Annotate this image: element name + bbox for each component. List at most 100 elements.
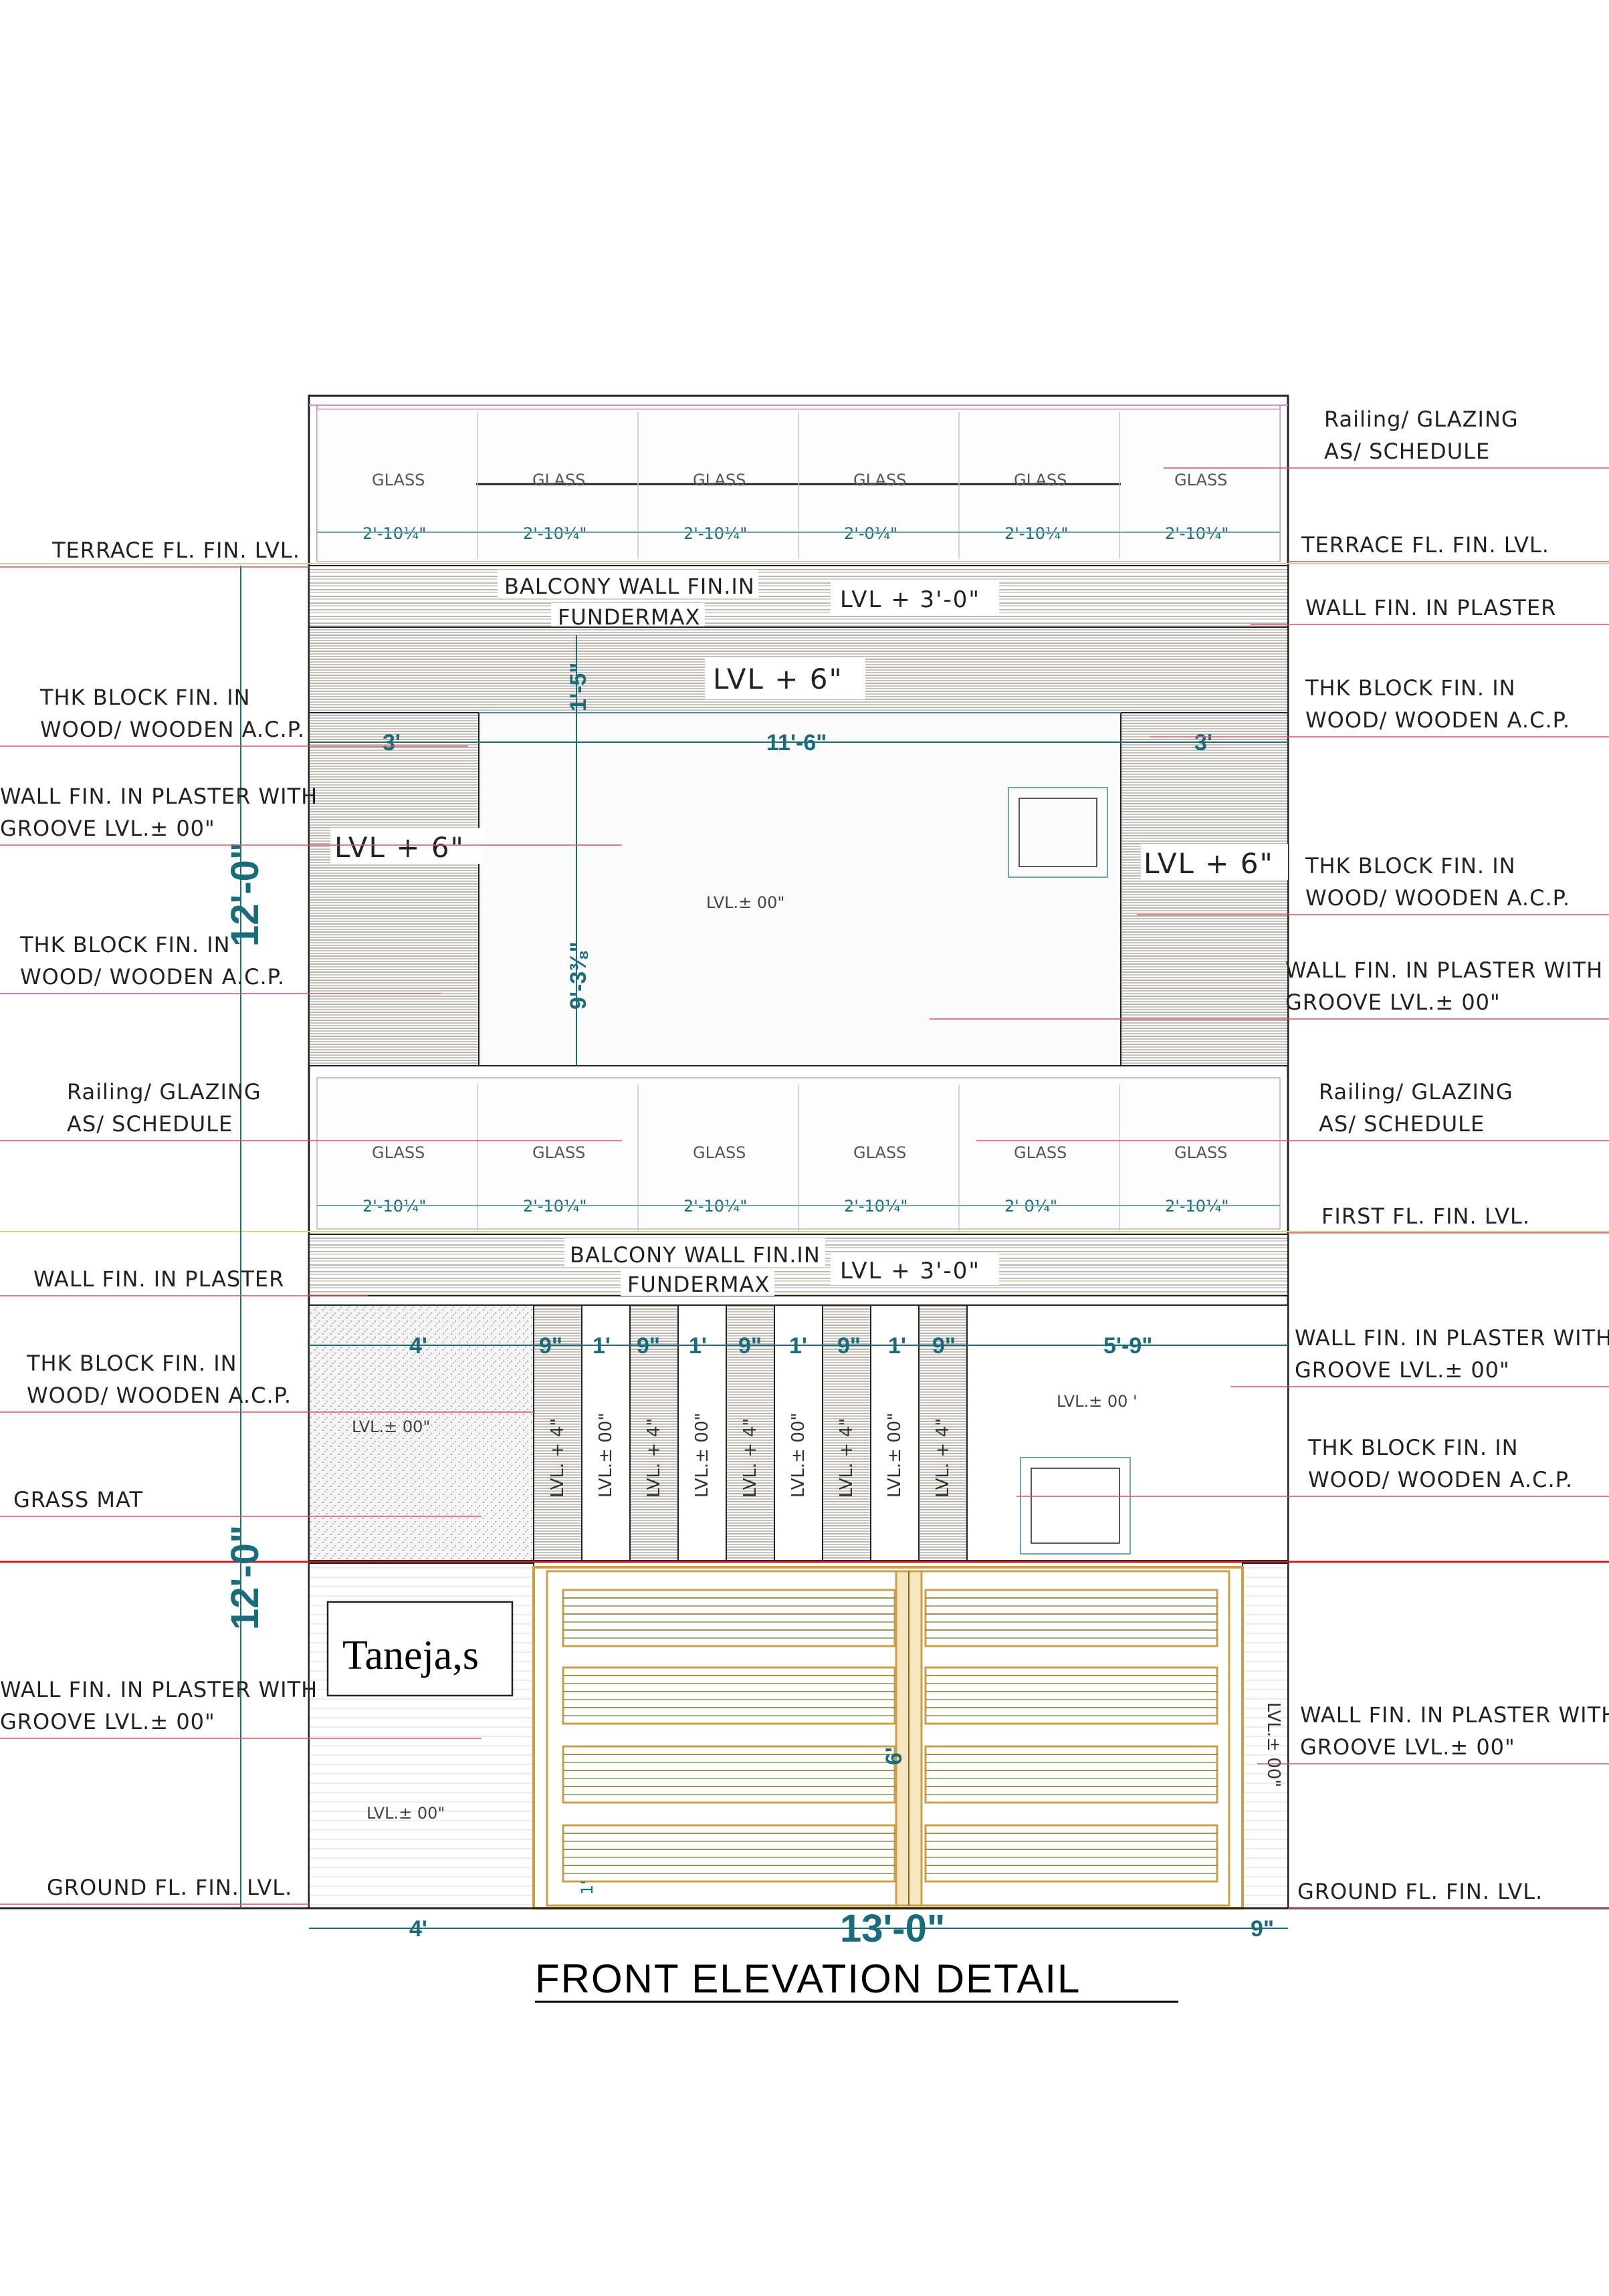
dim-vertical-9ft3: 9'-3⅜" — [566, 941, 591, 1010]
fin-dim: 1' — [593, 1333, 611, 1359]
ground-floor-gate-zone: Taneja,s LVL.± 00" LVL.± 00" 6' 1' — [308, 1563, 1289, 1910]
top-glass-label: GLASS — [1014, 471, 1067, 489]
dim-center-11ft6: 11'-6" — [766, 730, 827, 756]
fin-level-label: LVL.± 00" — [596, 1413, 616, 1498]
left-note-text: TERRACE FL. FIN. LVL. — [51, 538, 300, 563]
gate-slat — [924, 1745, 1218, 1804]
top-glass-label: GLASS — [1174, 471, 1227, 489]
gate-slat — [562, 1589, 896, 1647]
right-note-text: Railing/ GLAZING — [1319, 1079, 1513, 1105]
fin-dim: 5'-9" — [1103, 1333, 1152, 1359]
gate-bottom-dim: 1' — [578, 1880, 597, 1895]
first-floor-front-block: LVL + 6" LVL + 6" LVL + 6" LVL.± 00" — [308, 626, 1289, 1066]
mid-glass-label: GLASS — [853, 1143, 906, 1162]
upper-balcony-label-1: BALCONY WALL FIN.IN — [504, 574, 755, 599]
fin-column — [774, 1304, 823, 1561]
top-panel-dim: 2'-0¼" — [844, 524, 897, 543]
dim-left-3ft: 3' — [383, 730, 401, 756]
left-note-text: THK BLOCK FIN. IN — [26, 1351, 237, 1376]
top-glass-label: GLASS — [693, 471, 746, 489]
upper-balcony-label-2: FUNDERMAX — [558, 604, 700, 630]
fin-level-label: LVL. + 4" — [740, 1418, 760, 1498]
ground-floor-upper-zone: LVL.± 00" LVL.± 00 ' — [308, 1304, 1289, 1561]
right-note-text: THK BLOCK FIN. IN — [1305, 675, 1516, 701]
right-note-text: WOOD/ WOODEN A.C.P. — [1305, 707, 1570, 733]
middle-glazing-railing: GLASS2'-10¼"GLASS2'-10¼"GLASS2'-10¼"GLAS… — [316, 1077, 1281, 1232]
right-note-text: FIRST FL. FIN. LVL. — [1321, 1203, 1530, 1229]
right-note-text: GROOVE LVL.± 00" — [1295, 1357, 1510, 1383]
top-glass-label: GLASS — [532, 471, 585, 489]
grass-area-level: LVL.± 00" — [352, 1417, 430, 1436]
left-wall-level: LVL.± 00" — [366, 1804, 445, 1823]
left-note-text: Railing/ GLAZING — [67, 1079, 261, 1105]
top-panel-dim: 2'-10¼" — [1004, 524, 1068, 543]
name-board-text: Taneja,s — [342, 1633, 479, 1678]
fin-column — [918, 1304, 968, 1561]
mid-glass-label: GLASS — [532, 1143, 585, 1162]
right-note-text: GROOVE LVL.± 00" — [1285, 990, 1501, 1015]
top-band-level: LVL + 6" — [713, 663, 843, 695]
left-note-text: WOOD/ WOODEN A.C.P. — [20, 964, 285, 990]
dimension-lines — [240, 566, 1288, 1929]
fin-column — [533, 1304, 582, 1561]
right-note-text: WALL FIN. IN PLASTER WITH — [1295, 1325, 1609, 1351]
right-note-text: GROOVE LVL.± 00" — [1300, 1734, 1515, 1760]
right-note-text: WALL FIN. IN PLASTER WITH — [1285, 957, 1603, 983]
fin-level-label: LVL. + 4" — [548, 1418, 568, 1498]
left-note-text: GROOVE LVL.± 00" — [0, 1709, 215, 1734]
fin-level-label: LVL.± 00" — [885, 1413, 905, 1498]
right-note-text: WALL FIN. IN PLASTER WITH — [1300, 1702, 1609, 1728]
fin-level-label: LVL.± 00" — [788, 1413, 809, 1498]
upper-balcony-level: LVL + 3'-0" — [840, 586, 980, 613]
left-note-text: WALL FIN. IN PLASTER WITH — [0, 1677, 318, 1702]
drawing-title: FRONT ELEVATION DETAIL — [535, 1956, 1081, 2001]
lower-balcony-level: LVL + 3'-0" — [840, 1258, 980, 1284]
lower-balcony-band: BALCONY WALL FIN.IN FUNDERMAX LVL + 3'-0… — [308, 1234, 1289, 1297]
dim-bottom-right-9in: 9" — [1251, 1916, 1274, 1942]
dim-vertical-1ft5: 1'-5" — [566, 663, 591, 711]
mid-glass-label: GLASS — [1014, 1143, 1067, 1162]
right-note-text: AS/ SCHEDULE — [1324, 439, 1490, 464]
dim-bottom-left-4ft: 4' — [409, 1916, 427, 1942]
fin-column — [822, 1304, 871, 1561]
mid-glass-label: GLASS — [1174, 1143, 1227, 1162]
fin-dim: 9" — [932, 1333, 956, 1359]
right-note-text: AS/ SCHEDULE — [1319, 1111, 1485, 1137]
fin-dim: 9" — [539, 1333, 562, 1359]
dim-bottom-center-13ft: 13'-0" — [840, 1907, 945, 1950]
top-panel-dim: 2'-10¼" — [683, 524, 747, 543]
fin-dim: 9" — [738, 1333, 762, 1359]
left-note-text: WALL FIN. IN PLASTER WITH — [0, 784, 318, 809]
left-note-text: GROOVE LVL.± 00" — [0, 816, 215, 841]
lower-balcony-label-1: BALCONY WALL FIN.IN — [570, 1242, 821, 1268]
lower-balcony-label-2: FUNDERMAX — [627, 1272, 770, 1297]
fin-column — [870, 1304, 920, 1561]
right-note-text: Railing/ GLAZING — [1324, 407, 1519, 432]
center-panel-level: LVL.± 00" — [706, 893, 784, 912]
fin-dim: 9" — [637, 1333, 660, 1359]
fin-level-label: LVL. + 4" — [837, 1418, 857, 1498]
gate-slat — [924, 1824, 1218, 1883]
right-note-text: WOOD/ WOODEN A.C.P. — [1308, 1467, 1573, 1492]
top-panel-dim: 2'-10¼" — [362, 524, 426, 543]
right-wall-level: LVL.± 00 ' — [1057, 1392, 1138, 1411]
fin-level-label: LVL.± 00" — [692, 1413, 712, 1498]
name-board — [326, 1601, 514, 1697]
gate-slat — [562, 1824, 896, 1883]
fin-dim: 1' — [689, 1333, 707, 1359]
fin-dim: 1' — [888, 1333, 906, 1359]
fin-column — [677, 1304, 727, 1561]
dim-right-3ft: 3' — [1194, 730, 1212, 756]
left-note-text: WOOD/ WOODEN A.C.P. — [40, 717, 305, 742]
top-glass-label: GLASS — [853, 471, 906, 489]
right-note-text: THK BLOCK FIN. IN — [1307, 1435, 1519, 1460]
left-note-text: THK BLOCK FIN. IN — [19, 932, 231, 957]
left-note-text: GRASS MAT — [13, 1487, 143, 1512]
left-note-text: WALL FIN. IN PLASTER — [33, 1266, 284, 1292]
mid-glass-label: GLASS — [693, 1143, 746, 1162]
top-glass-label: GLASS — [372, 471, 425, 489]
dim-upper-12ft: 12'-0" — [223, 842, 267, 947]
upper-balcony-band: BALCONY WALL FIN.IN FUNDERMAX LVL + 3'-0… — [308, 565, 1289, 630]
fin-dim: 9" — [837, 1333, 861, 1359]
top-glazing-railing: GLASS 2'-10¼" GLASS 2'-10¼" GLASS 2'-10¼" GLAS… — [316, 409, 1281, 562]
